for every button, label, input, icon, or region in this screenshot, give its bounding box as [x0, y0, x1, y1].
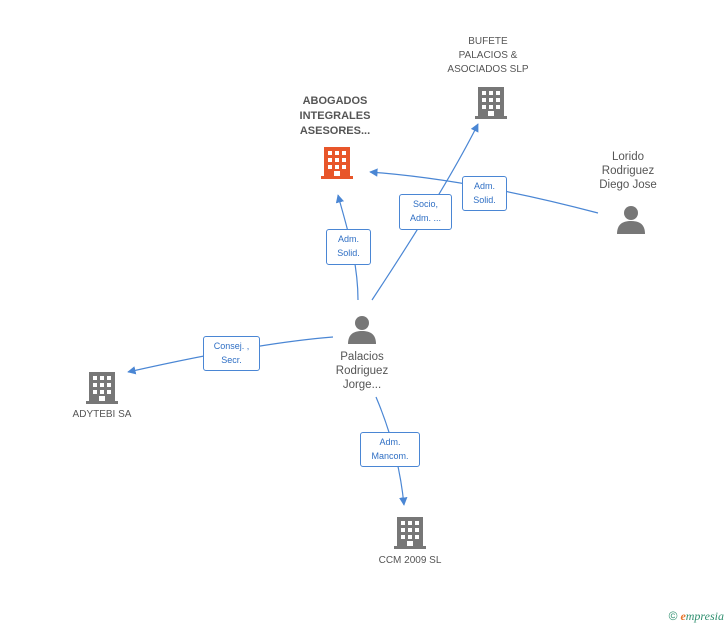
empresia-brand[interactable]: ©empresia: [669, 609, 724, 624]
relation-box-palacios-abogados[interactable]: Adm. Solid.: [326, 229, 371, 265]
person-icon-palacios[interactable]: [348, 316, 376, 344]
brand-name: mpresia: [685, 609, 724, 623]
building-icon-ccm[interactable]: [394, 517, 426, 549]
building-icon-adytebi[interactable]: [86, 372, 118, 404]
building-icon-bufete[interactable]: [475, 87, 507, 119]
copyright-symbol: ©: [668, 609, 678, 623]
relation-box-palacios-adytebi[interactable]: Consej. , Secr.: [203, 336, 260, 371]
node-label-palacios[interactable]: Palacios Rodriguez Jorge...: [335, 351, 389, 391]
brand-e: e: [680, 609, 686, 623]
node-label-bufete[interactable]: BUFETE PALACIOS & ASOCIADOS SLP: [447, 36, 529, 75]
node-label-abogados[interactable]: ABOGADOS INTEGRALES ASESORES...: [299, 95, 371, 137]
node-label-ccm[interactable]: CCM 2009 SL: [378, 555, 442, 566]
building-icon-abogados[interactable]: [321, 147, 353, 179]
relation-box-palacios-ccm[interactable]: Adm. Mancom.: [360, 432, 420, 467]
node-label-lorido[interactable]: Lorido Rodriguez Diego Jose: [599, 151, 657, 191]
relation-box-lorido-abogados[interactable]: Adm. Solid.: [462, 176, 507, 211]
person-icon-lorido[interactable]: [617, 206, 645, 234]
relation-box-palacios-bufete[interactable]: Socio, Adm. ...: [399, 194, 452, 230]
node-label-adytebi[interactable]: ADYTEBI SA: [72, 409, 132, 420]
